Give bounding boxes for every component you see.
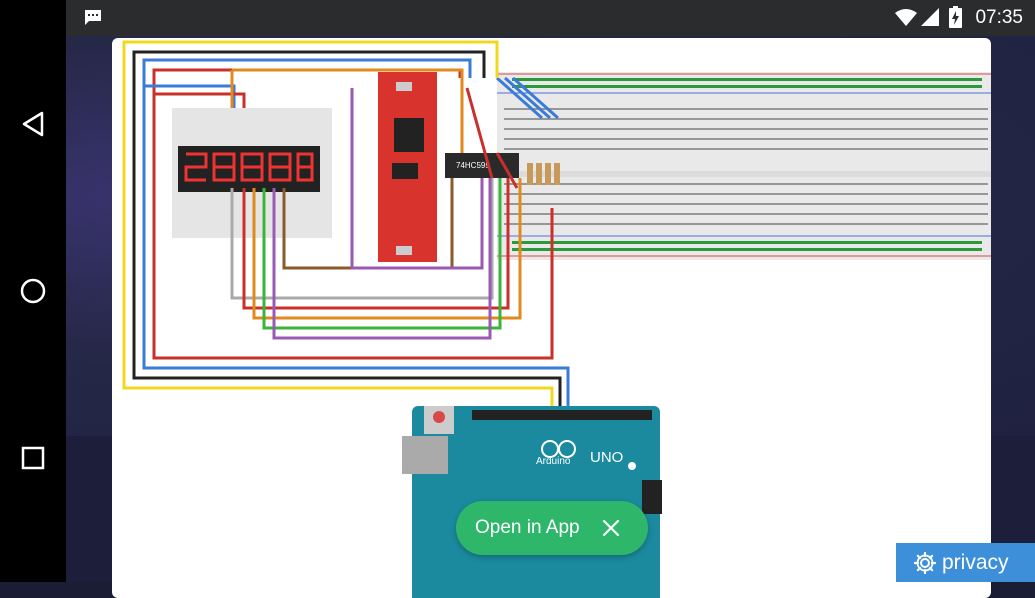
open-in-app-button[interactable]: Open in App — [456, 501, 648, 555]
board-logo: UNO — [590, 449, 623, 466]
close-icon[interactable] — [600, 517, 622, 539]
back-button[interactable] — [13, 104, 53, 144]
circuit-image[interactable]: 74HC595 — [112, 38, 991, 598]
gear-icon — [914, 551, 936, 574]
chat-bubble-icon — [85, 10, 101, 25]
recents-button[interactable] — [13, 438, 53, 478]
privacy-label: privacy — [942, 550, 1009, 574]
breadboard: 74HC595 — [445, 72, 991, 260]
wires — [122, 40, 570, 422]
back-icon — [22, 111, 44, 137]
mini-breadboard — [172, 108, 332, 238]
board-brand: Arduino — [536, 456, 571, 467]
privacy-button[interactable]: privacy — [896, 543, 1035, 582]
chip-label: 74HC595 — [456, 161, 490, 170]
signal-icon — [921, 8, 939, 26]
open-in-app-label: Open in App — [475, 517, 580, 538]
red-module — [378, 72, 437, 262]
home-icon — [20, 278, 46, 304]
status-time: 07:35 — [975, 7, 1023, 28]
resistors — [527, 163, 560, 185]
battery-charging-icon — [949, 6, 962, 28]
navigation-bar — [0, 0, 66, 582]
status-bar: 07:35 — [66, 0, 1035, 36]
shift-register-chip — [445, 153, 519, 178]
recents-icon — [21, 446, 45, 470]
wifi-icon — [895, 9, 917, 26]
home-button[interactable] — [13, 271, 53, 311]
blue-jumpers — [496, 76, 559, 120]
